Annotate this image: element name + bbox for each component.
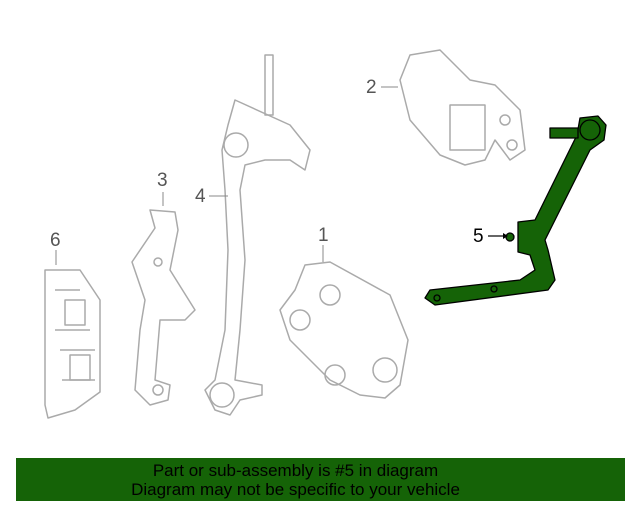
banner-disclaimer: Diagram may not be specific to your vehi… xyxy=(131,480,460,499)
callout-3[interactable]: 3 xyxy=(157,170,168,191)
callout-1[interactable]: 1 xyxy=(318,225,329,246)
notice-banner: Part or sub-assembly is #5 in diagram Di… xyxy=(16,458,625,501)
part-2-level-sensor xyxy=(399,49,526,166)
callout-2[interactable]: 2 xyxy=(366,77,377,98)
part-4-link-rod xyxy=(204,54,311,416)
callout-5[interactable]: 5 xyxy=(473,226,484,247)
part-3-bracket xyxy=(131,209,196,406)
part-1-control-module xyxy=(279,261,409,399)
callout-6[interactable]: 6 xyxy=(50,230,61,251)
part-6-sensor-bracket xyxy=(44,269,101,419)
callout-4[interactable]: 4 xyxy=(195,186,206,207)
part-5-level-sensor-link xyxy=(424,115,607,306)
banner-part-note: Part or sub-assembly is #5 in diagram xyxy=(152,461,439,480)
